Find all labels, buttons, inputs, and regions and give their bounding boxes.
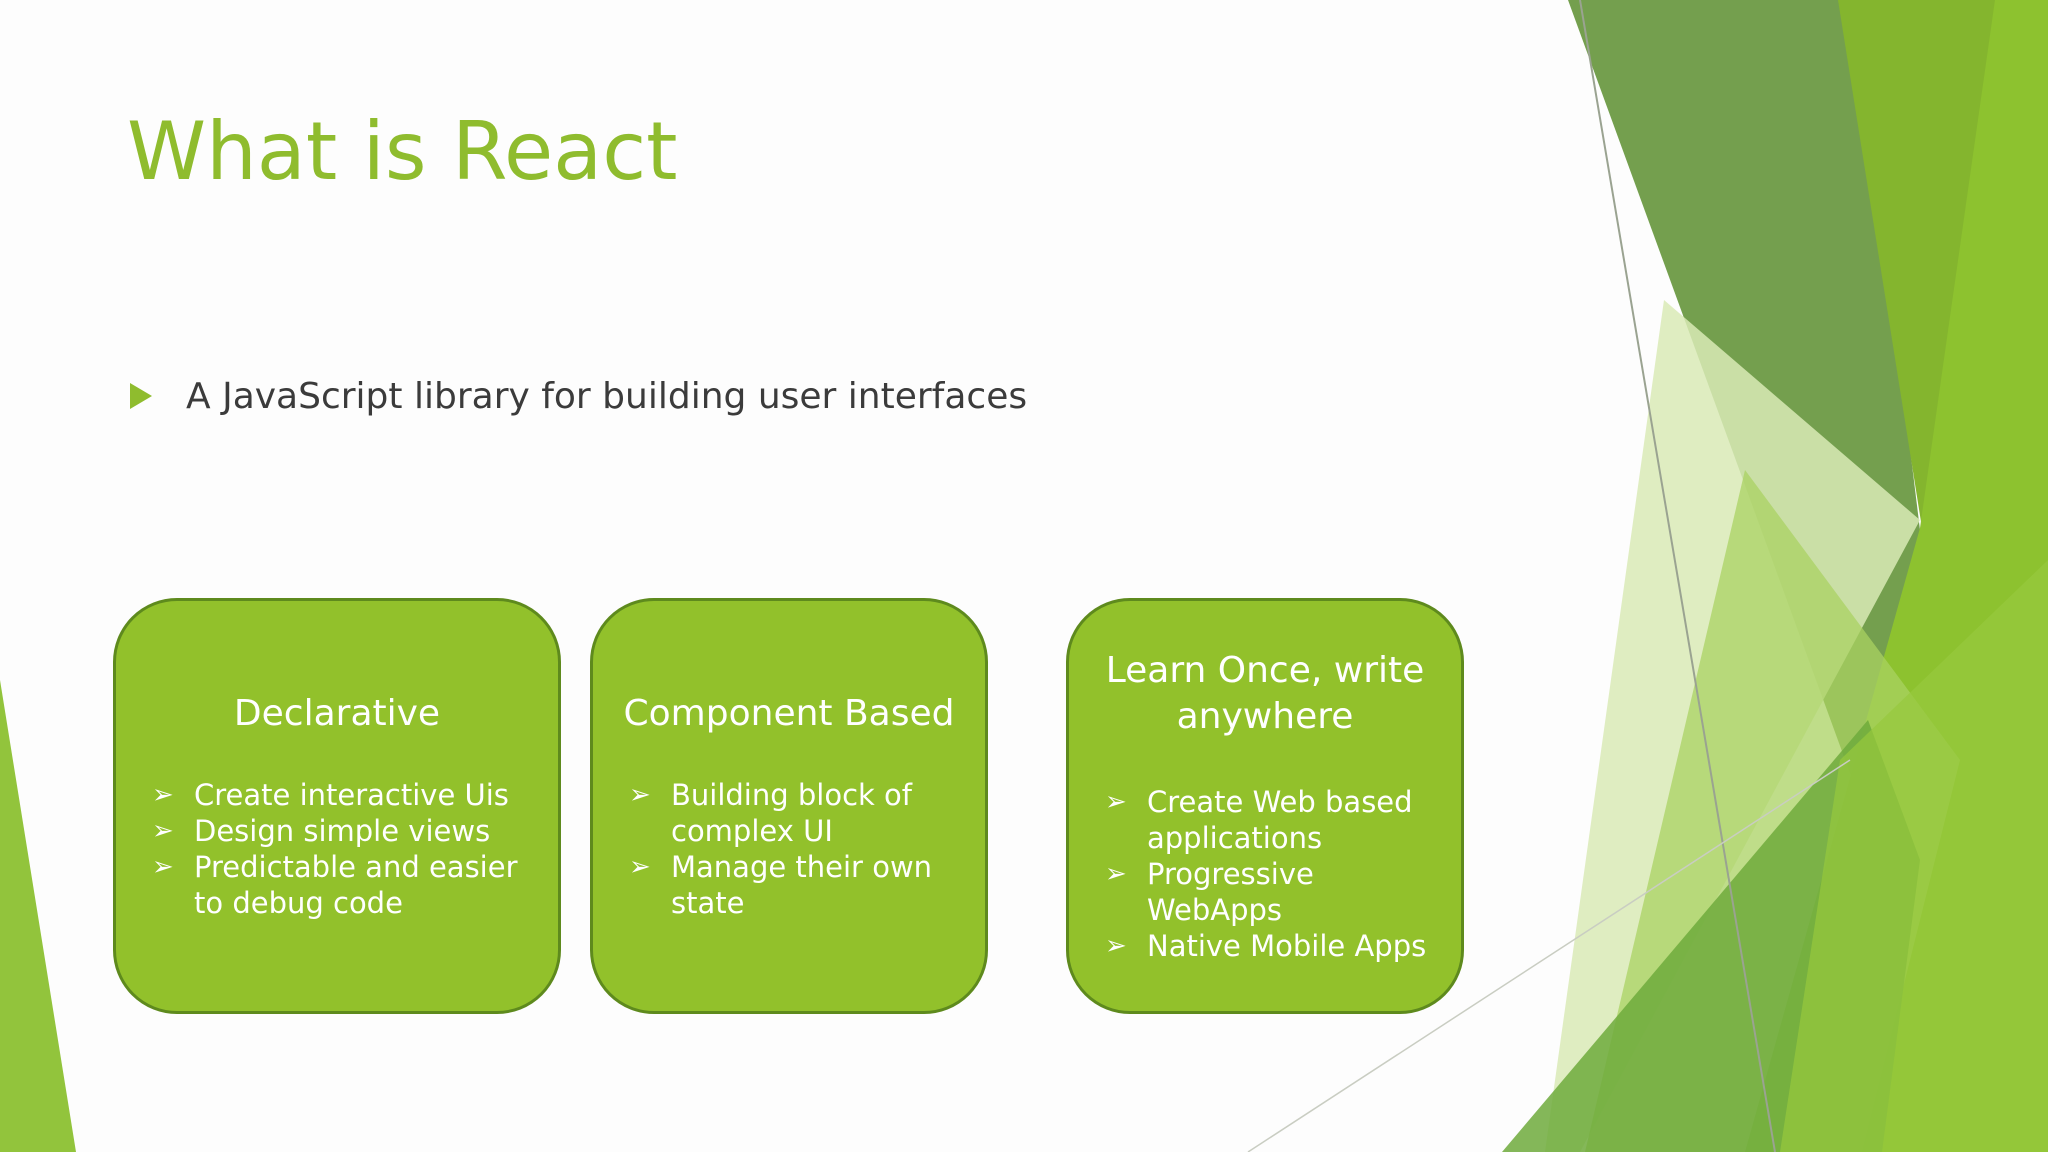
list-item: ➢ Progressive WebApps xyxy=(1099,856,1431,928)
list-item-text: Design simple views xyxy=(194,814,491,848)
intro-bullet: A JavaScript library for building user i… xyxy=(130,368,1027,424)
facet-mid-green xyxy=(1838,0,2002,528)
list-item-text: Create Web based applications xyxy=(1147,785,1413,855)
card-component-based: Component Based ➢ Building block of compl… xyxy=(590,598,988,1014)
arrowhead-check-icon: ➢ xyxy=(1105,931,1127,961)
card-title: Learn Once, write anywhere xyxy=(1105,650,1425,737)
card-title: Component Based xyxy=(623,693,955,734)
list-item: ➢ Create interactive Uis xyxy=(146,777,528,813)
arrowhead-check-icon: ➢ xyxy=(152,780,174,810)
arrowhead-check-icon: ➢ xyxy=(1105,787,1127,817)
list-item: ➢ Building block of complex UI xyxy=(623,777,955,849)
arrowhead-check-icon: ➢ xyxy=(1105,859,1127,889)
card-list: ➢ Building block of complex UI ➢ Manage th… xyxy=(623,777,955,921)
arrowhead-check-icon: ➢ xyxy=(152,852,174,882)
list-item: ➢ Native Mobile Apps xyxy=(1099,928,1431,964)
facet-thin-line-2 xyxy=(1247,759,1851,1152)
card-list: ➢ Create interactive Uis ➢ Design simple v… xyxy=(146,777,528,921)
arrowhead-check-icon: ➢ xyxy=(629,852,651,882)
list-item: ➢ Create Web based applications xyxy=(1099,784,1431,856)
card-learn-once: Learn Once, write anywhere ➢ Create Web b… xyxy=(1066,598,1464,1014)
list-item: ➢ Design simple views xyxy=(146,813,528,849)
arrowhead-check-icon: ➢ xyxy=(152,816,174,846)
list-item: ➢ Manage their own state xyxy=(623,849,955,921)
slide-title: What is React xyxy=(127,105,678,198)
arrowhead-check-icon: ➢ xyxy=(629,780,651,810)
card-title: Declarative xyxy=(233,693,441,734)
list-item-text: Predictable and easier to debug code xyxy=(194,850,518,920)
list-item: ➢ Predictable and easier to debug code xyxy=(146,849,528,921)
list-item-text: Building block of complex UI xyxy=(671,778,912,848)
list-item-text: Manage their own state xyxy=(671,850,933,920)
facet-thin-line-1 xyxy=(1579,0,1776,1152)
list-item-text: Native Mobile Apps xyxy=(1147,929,1427,963)
list-item-text: Progressive WebApps xyxy=(1147,857,1314,927)
intro-bullet-text: A JavaScript library for building user i… xyxy=(186,375,1028,417)
list-item-text: Create interactive Uis xyxy=(194,778,509,812)
card-list: ➢ Create Web based applications ➢ Progress… xyxy=(1099,784,1431,964)
facet-left xyxy=(0,680,76,1152)
triangle-bullet-icon xyxy=(130,383,152,409)
facet-overlay xyxy=(1780,560,2048,1152)
card-declarative: Declarative ➢ Create interactive Uis ➢ Des… xyxy=(113,598,561,1014)
